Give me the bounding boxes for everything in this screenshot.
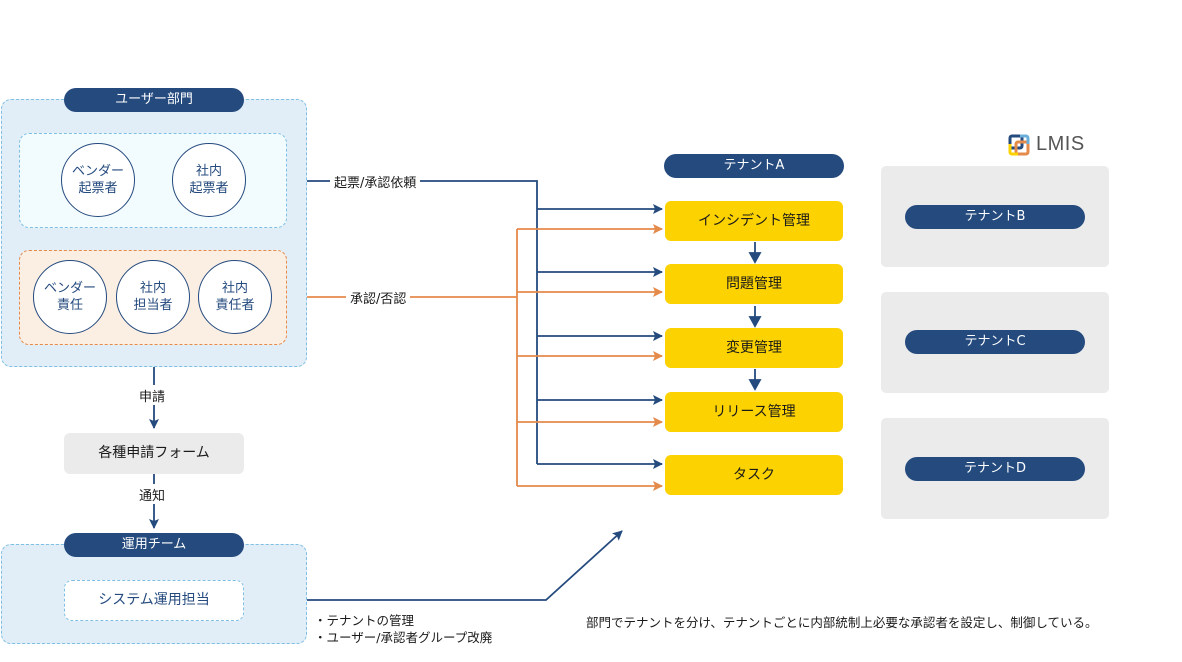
ops-duty-item: ・ユーザー/承認者グループ改廃 bbox=[314, 630, 493, 645]
lmis-logo-icon bbox=[1008, 134, 1030, 155]
process-flow-arrows bbox=[748, 242, 762, 391]
lmis-logo-text: LMIS bbox=[1036, 133, 1085, 155]
caption: 部門でテナントを分け、テナントごとに内部統制上必要な承認者を設定し、制御している… bbox=[586, 615, 1098, 630]
ops-duty-item: ・テナントの管理 bbox=[314, 613, 415, 628]
requester-group bbox=[19, 133, 287, 228]
tenant-c-title: テナントC bbox=[905, 330, 1085, 354]
user-department-title: ユーザー部門 bbox=[64, 88, 244, 112]
vendor-responsible: ベンダー 責任 bbox=[33, 260, 107, 334]
tenant-d-title: テナントD bbox=[905, 457, 1085, 481]
approval-flow-lines bbox=[288, 224, 663, 491]
tenant-b-title: テナントB bbox=[905, 205, 1085, 229]
notify-flow-label: 通知 bbox=[135, 485, 170, 504]
internal-manager: 社内 責任者 bbox=[198, 260, 272, 334]
application-form: 各種申請フォーム bbox=[64, 433, 244, 474]
internal-staff: 社内 担当者 bbox=[116, 260, 190, 334]
apply-flow-label: 申請 bbox=[135, 386, 170, 405]
lmis-logo: LMIS bbox=[1008, 133, 1085, 156]
tenant-a-title: テナントA bbox=[664, 154, 844, 178]
process-incident: インシデント管理 bbox=[665, 201, 843, 241]
vendor-requester: ベンダー 起票者 bbox=[61, 143, 135, 217]
process-change: 変更管理 bbox=[665, 328, 843, 368]
process-task: タスク bbox=[665, 455, 843, 495]
ops-team-title: 運用チーム bbox=[64, 533, 244, 557]
process-release: リリース管理 bbox=[665, 392, 843, 432]
system-ops-member: システム運用担当 bbox=[64, 580, 244, 621]
ops-duties: ・テナントの管理 ・ユーザー/承認者グループ改廃 bbox=[314, 612, 492, 646]
ops-to-lmis-line bbox=[244, 530, 623, 601]
process-problem: 問題管理 bbox=[665, 264, 843, 304]
internal-requester: 社内 起票者 bbox=[172, 143, 246, 217]
approve-flow-label: 承認/否認 bbox=[346, 288, 411, 307]
request-flow-label: 起票/承認依頼 bbox=[330, 172, 421, 191]
